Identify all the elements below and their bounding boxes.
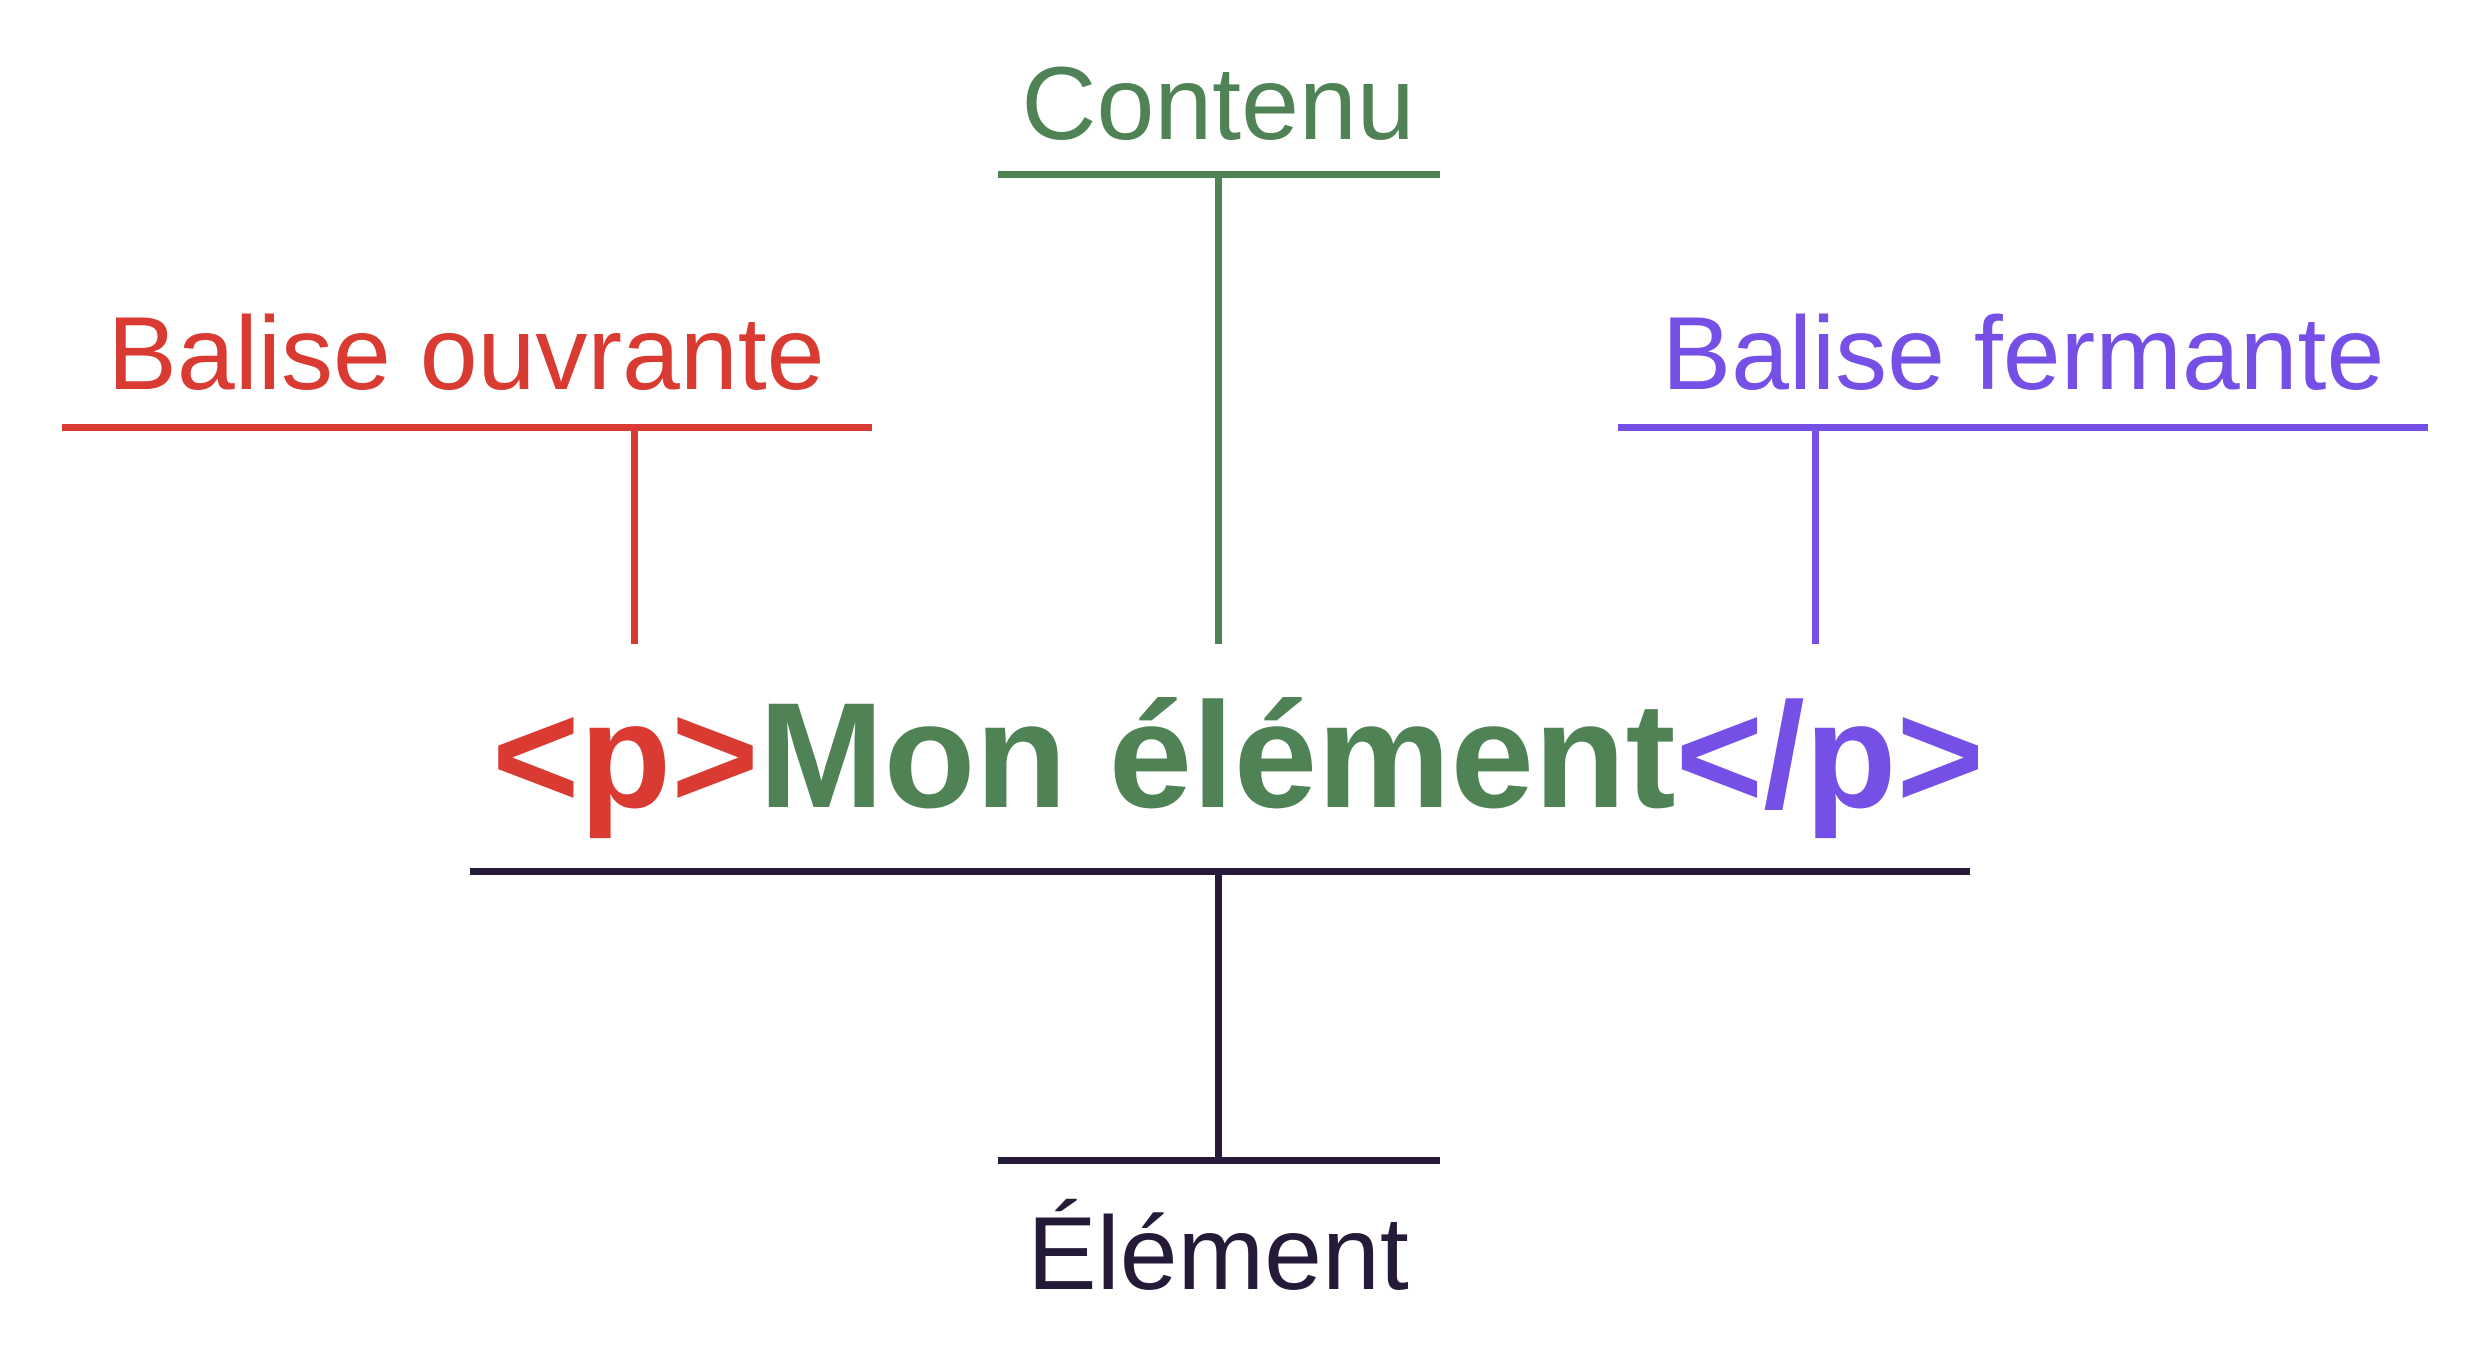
code-example: <p>Mon élément</p> bbox=[492, 680, 1984, 830]
content-label: Contenu bbox=[1021, 46, 1415, 162]
closing-tag-bracket-line bbox=[1618, 424, 2428, 431]
element-label: Élément bbox=[1027, 1196, 1409, 1312]
code-content: Mon élément bbox=[758, 671, 1676, 839]
code-closing-tag: </p> bbox=[1675, 671, 1985, 839]
code-opening-tag: <p> bbox=[491, 671, 759, 839]
element-label-underline bbox=[998, 1157, 1440, 1164]
opening-tag-bracket-line bbox=[62, 424, 872, 431]
content-connector-line bbox=[1215, 171, 1222, 644]
closing-tag-connector-line bbox=[1812, 424, 1819, 644]
closing-tag-label: Balise fermante bbox=[1661, 296, 2385, 412]
opening-tag-label: Balise ouvrante bbox=[107, 296, 825, 412]
opening-tag-connector-line bbox=[631, 424, 638, 644]
element-connector-line bbox=[1215, 868, 1222, 1161]
